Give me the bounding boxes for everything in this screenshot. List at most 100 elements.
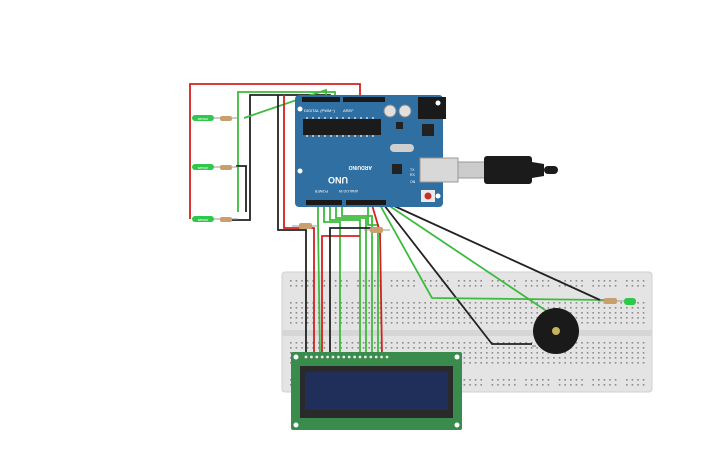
breadboard-hole[interactable] — [480, 307, 482, 309]
breadboard-hole[interactable] — [542, 352, 544, 354]
analog-header[interactable] — [346, 200, 386, 205]
breadboard-hole[interactable] — [502, 347, 505, 349]
breadboard-hole[interactable] — [519, 347, 522, 349]
breadboard-hole[interactable] — [340, 317, 342, 319]
breadboard-hole[interactable] — [502, 379, 505, 381]
lcd-pin[interactable] — [304, 355, 308, 359]
reset-button[interactable] — [424, 192, 432, 200]
breadboard-hole[interactable] — [558, 357, 561, 359]
breadboard-hole[interactable] — [614, 317, 617, 319]
breadboard-hole[interactable] — [418, 307, 421, 309]
breadboard-hole[interactable] — [603, 307, 606, 309]
breadboard-hole[interactable] — [290, 317, 292, 319]
breadboard-hole[interactable] — [581, 347, 583, 349]
breadboard-hole[interactable] — [334, 317, 337, 319]
breadboard-hole[interactable] — [390, 302, 393, 304]
breadboard-hole[interactable] — [642, 317, 645, 319]
breadboard-hole[interactable] — [530, 285, 533, 287]
breadboard-hole[interactable] — [631, 379, 634, 381]
breadboard-hole[interactable] — [424, 280, 426, 282]
breadboard-hole[interactable] — [362, 307, 365, 309]
breadboard-hole[interactable] — [463, 347, 466, 349]
arduino-uno-board[interactable]: DIGITAL (PWM~) AREF UNO ARDUINO ANALOG I… — [295, 95, 459, 207]
breadboard-hole[interactable] — [351, 322, 354, 324]
breadboard-hole[interactable] — [514, 280, 516, 282]
breadboard-hole[interactable] — [362, 347, 365, 349]
lcd-pin[interactable] — [347, 355, 351, 359]
lcd-pin[interactable] — [331, 355, 335, 359]
breadboard-hole[interactable] — [558, 285, 561, 287]
breadboard-hole[interactable] — [508, 280, 510, 282]
breadboard-hole[interactable] — [542, 362, 544, 364]
breadboard-hole[interactable] — [435, 307, 438, 309]
breadboard-hole[interactable] — [385, 307, 387, 309]
breadboard-hole[interactable] — [491, 307, 494, 309]
breadboard-hole[interactable] — [480, 317, 482, 319]
breadboard-hole[interactable] — [497, 342, 499, 344]
breadboard-hole[interactable] — [469, 317, 471, 319]
breadboard-hole[interactable] — [396, 312, 398, 314]
breadboard-hole[interactable] — [306, 317, 309, 319]
breadboard-hole[interactable] — [407, 312, 410, 314]
breadboard-hole[interactable] — [295, 285, 298, 287]
breadboard-hole[interactable] — [642, 322, 645, 324]
breadboard-hole[interactable] — [491, 362, 494, 364]
breadboard-hole[interactable] — [486, 347, 488, 349]
breadboard-hole[interactable] — [480, 352, 482, 354]
breadboard-hole[interactable] — [474, 342, 477, 344]
breadboard-hole[interactable] — [480, 347, 482, 349]
breadboard-hole[interactable] — [497, 312, 499, 314]
breadboard-hole[interactable] — [413, 285, 415, 287]
breadboard-hole[interactable] — [502, 317, 505, 319]
breadboard-hole[interactable] — [458, 347, 460, 349]
breadboard-hole[interactable] — [598, 357, 600, 359]
breadboard-hole[interactable] — [547, 352, 550, 354]
breadboard-hole[interactable] — [390, 307, 393, 309]
breadboard-hole[interactable] — [407, 285, 410, 287]
breadboard-hole[interactable] — [469, 307, 471, 309]
breadboard-hole[interactable] — [446, 280, 449, 282]
breadboard-hole[interactable] — [626, 317, 628, 319]
breadboard-hole[interactable] — [598, 342, 600, 344]
breadboard-hole[interactable] — [469, 357, 471, 359]
usb-cable-icon[interactable] — [457, 156, 558, 184]
breadboard-hole[interactable] — [637, 342, 639, 344]
breadboard-hole[interactable] — [323, 302, 326, 304]
breadboard-hole[interactable] — [480, 302, 482, 304]
breadboard-hole[interactable] — [626, 285, 628, 287]
breadboard-hole[interactable] — [570, 312, 572, 314]
breadboard-hole[interactable] — [603, 280, 606, 282]
breadboard-hole[interactable] — [368, 285, 370, 287]
breadboard-hole[interactable] — [519, 307, 522, 309]
breadboard-hole[interactable] — [609, 379, 611, 381]
breadboard-hole[interactable] — [374, 342, 376, 344]
breadboard-hole[interactable] — [586, 347, 589, 349]
breadboard-hole[interactable] — [614, 342, 617, 344]
breadboard-hole[interactable] — [463, 352, 466, 354]
breadboard-hole[interactable] — [301, 317, 303, 319]
breadboard-hole[interactable] — [334, 342, 337, 344]
breadboard-hole[interactable] — [502, 322, 505, 324]
breadboard-hole[interactable] — [536, 352, 538, 354]
breadboard-hole[interactable] — [413, 280, 415, 282]
breadboard-hole[interactable] — [424, 302, 426, 304]
breadboard-hole[interactable] — [592, 379, 594, 381]
breadboard-hole[interactable] — [306, 322, 309, 324]
breadboard-hole[interactable] — [631, 352, 634, 354]
breadboard-hole[interactable] — [452, 322, 454, 324]
breadboard-hole[interactable] — [402, 280, 404, 282]
breadboard-hole[interactable] — [614, 352, 617, 354]
breadboard-hole[interactable] — [474, 307, 477, 309]
breadboard-hole[interactable] — [357, 342, 359, 344]
breadboard-hole[interactable] — [491, 322, 494, 324]
breadboard-hole[interactable] — [306, 285, 309, 287]
breadboard-hole[interactable] — [396, 342, 398, 344]
breadboard-hole[interactable] — [346, 322, 348, 324]
breadboard-hole[interactable] — [598, 352, 600, 354]
breadboard-hole[interactable] — [474, 285, 477, 287]
breadboard-hole[interactable] — [362, 322, 365, 324]
lcd-pin[interactable] — [342, 355, 346, 359]
breadboard-hole[interactable] — [480, 362, 482, 364]
breadboard-hole[interactable] — [430, 302, 432, 304]
breadboard-hole[interactable] — [542, 379, 544, 381]
